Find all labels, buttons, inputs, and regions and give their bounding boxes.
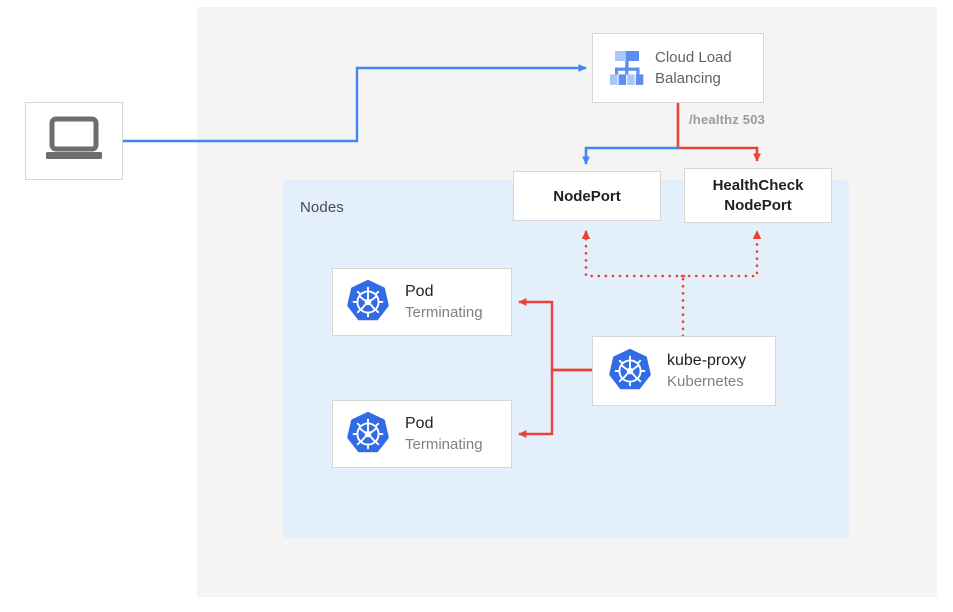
pod-label-group: Pod Terminating <box>405 282 483 323</box>
nodeport-label: NodePort <box>553 187 621 205</box>
edge-load-balancer-to-healthcheck-nodeport <box>676 146 761 162</box>
edge-kube-proxy-to-pod-1 <box>518 298 592 372</box>
cloud-load-balancing-label: Cloud Load Balancing <box>655 47 732 89</box>
kube-proxy-title: kube-proxy <box>667 352 747 369</box>
kubernetes-icon <box>345 411 391 457</box>
pod-status: Terminating <box>405 303 483 321</box>
edge-kube-proxy-to-healthcheck-nodeport <box>680 229 762 278</box>
pod-status: Terminating <box>405 435 483 453</box>
cloud-load-balancing-label-line2: Balancing <box>655 70 721 87</box>
healthcheck-nodeport-label: HealthCheck NodePort <box>713 176 804 216</box>
kube-proxy-label-group: kube-proxy Kubernetes <box>667 350 746 392</box>
pod-title: Pod <box>405 414 434 432</box>
laptop-icon <box>43 115 105 168</box>
cloud-load-balancing-node[interactable]: Cloud Load Balancing <box>592 33 764 103</box>
edge-client-to-load-balancer <box>123 64 587 143</box>
healthz-status-label: /healthz 503 <box>689 112 766 127</box>
pod-title: Pod <box>405 282 434 300</box>
kubernetes-icon <box>607 348 653 394</box>
pod-node-1[interactable]: Pod Terminating <box>332 268 512 336</box>
edge-load-balancer-to-nodeport <box>582 146 679 165</box>
edge-kube-proxy-to-pod-2 <box>518 368 592 438</box>
healthcheck-nodeport-node[interactable]: HealthCheck NodePort <box>684 168 832 223</box>
healthcheck-nodeport-label-line1: HealthCheck <box>712 176 804 194</box>
kubernetes-icon <box>345 279 391 325</box>
client-node[interactable] <box>25 102 123 180</box>
healthcheck-nodeport-label-line2: NodePort <box>724 196 792 214</box>
nodeport-node[interactable]: NodePort <box>513 171 661 221</box>
pod-node-2[interactable]: Pod Terminating <box>332 400 512 468</box>
nodes-group-label: Nodes <box>300 199 344 216</box>
kube-proxy-node[interactable]: kube-proxy Kubernetes <box>592 336 776 406</box>
edge-kube-proxy-to-nodeport <box>581 229 686 278</box>
cloud-load-balancing-icon <box>601 49 653 87</box>
pod-label-group: Pod Terminating <box>405 414 483 455</box>
cloud-load-balancing-label-line1: Cloud Load <box>655 49 732 66</box>
kube-proxy-subtitle: Kubernetes <box>667 373 744 390</box>
